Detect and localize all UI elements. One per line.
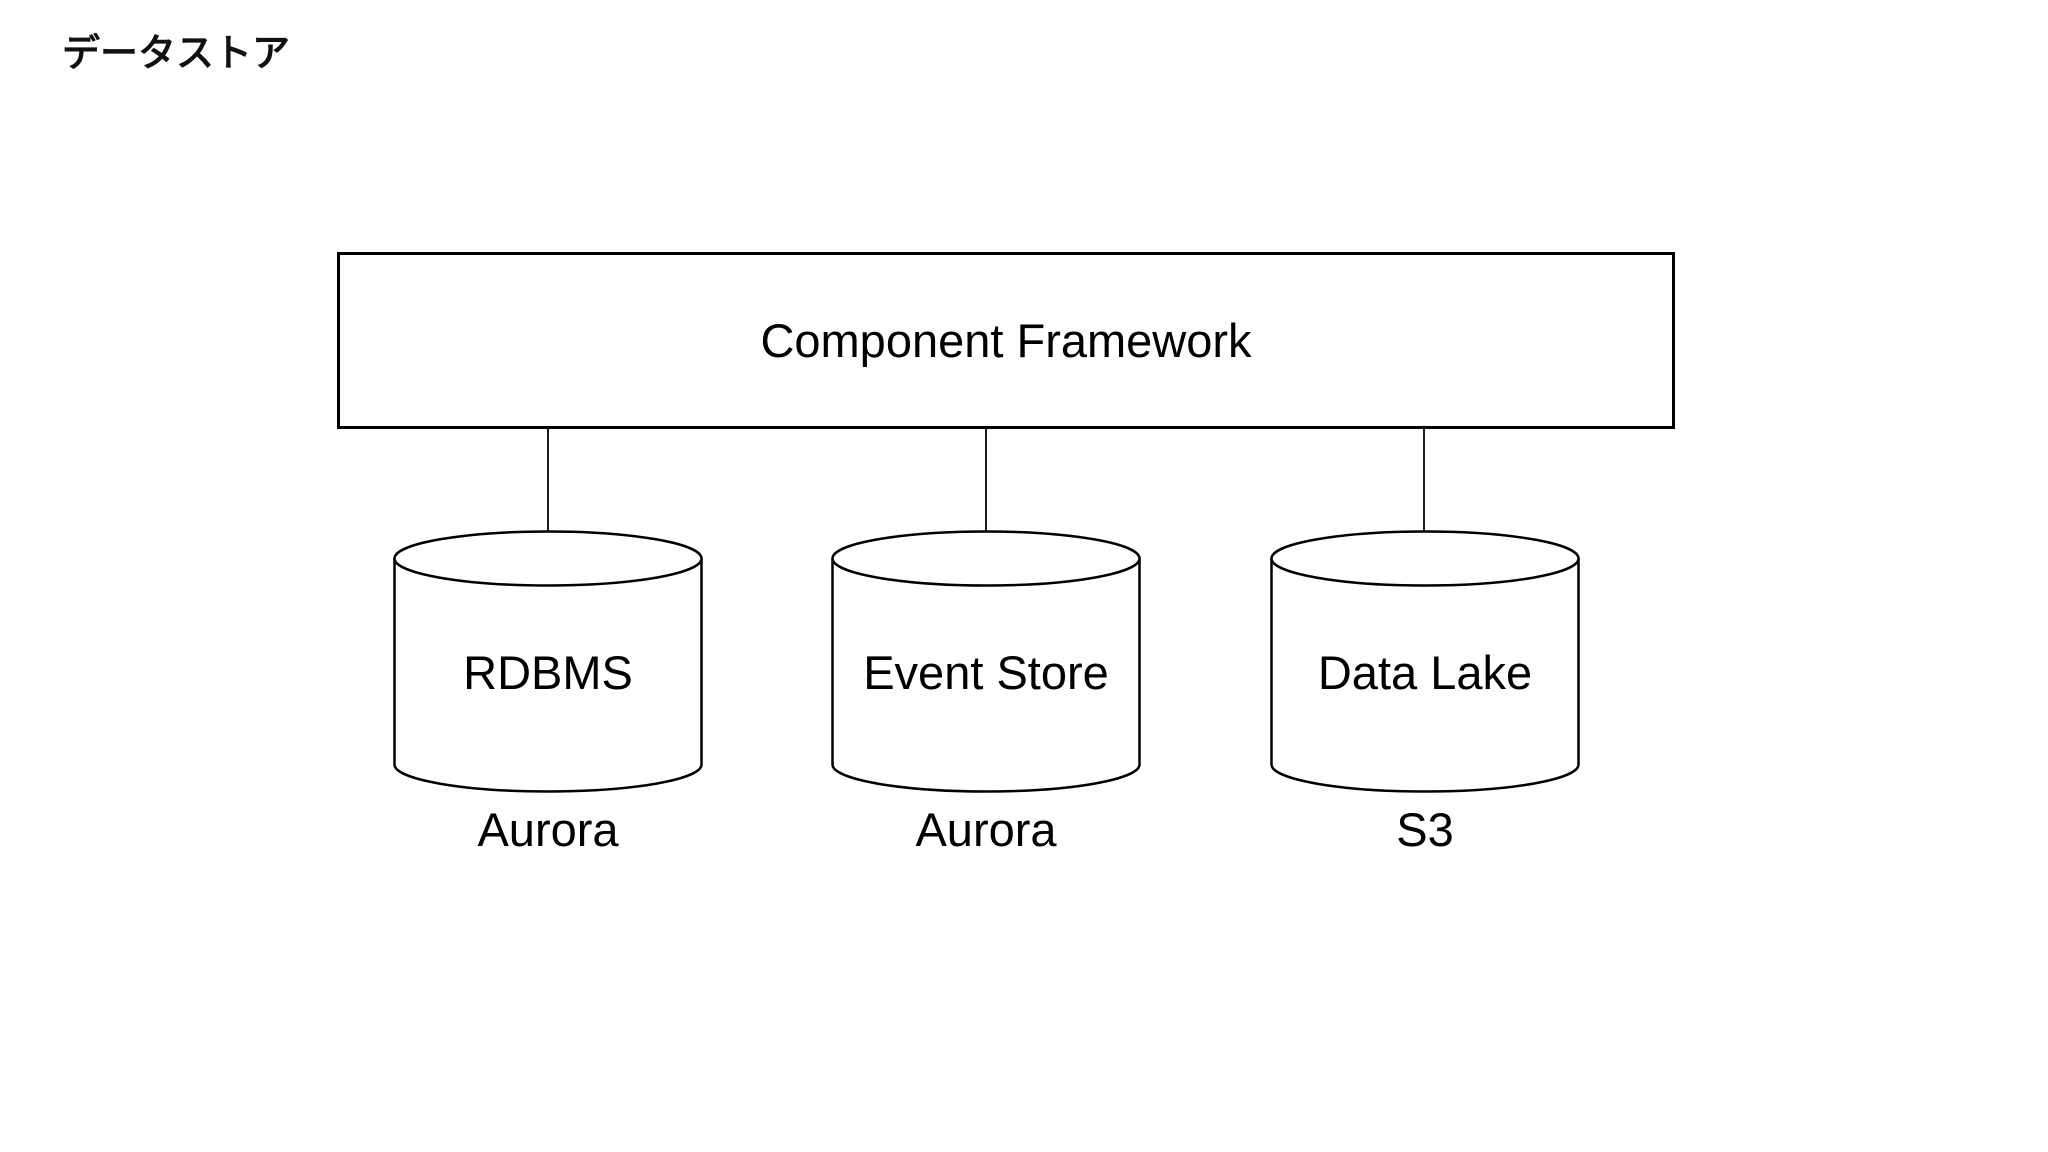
database-cylinder-icon <box>393 530 703 793</box>
database-cylinder-icon <box>1270 530 1580 793</box>
store-label: Data Lake <box>1317 646 1533 699</box>
datastore-node-data-lake: Data Lake S3 <box>1270 530 1580 856</box>
database-cylinder-icon <box>831 530 1141 793</box>
store-label: Event Store <box>863 646 1109 699</box>
connector-line-data-lake <box>1423 429 1425 531</box>
diagram-title: データストア <box>62 31 291 75</box>
component-framework-box: Component Framework <box>337 252 1675 429</box>
store-caption: Aurora <box>477 803 619 856</box>
store-label: RDBMS <box>463 646 633 699</box>
framework-label: Component Framework <box>760 314 1252 367</box>
store-caption: Aurora <box>915 803 1057 856</box>
datastore-node-rdbms: RDBMS Aurora <box>393 530 703 856</box>
store-caption: S3 <box>1396 803 1454 856</box>
connector-line-rdbms <box>547 429 549 531</box>
connector-line-event-store <box>985 429 987 531</box>
datastore-node-event-store: Event Store Aurora <box>831 530 1141 856</box>
